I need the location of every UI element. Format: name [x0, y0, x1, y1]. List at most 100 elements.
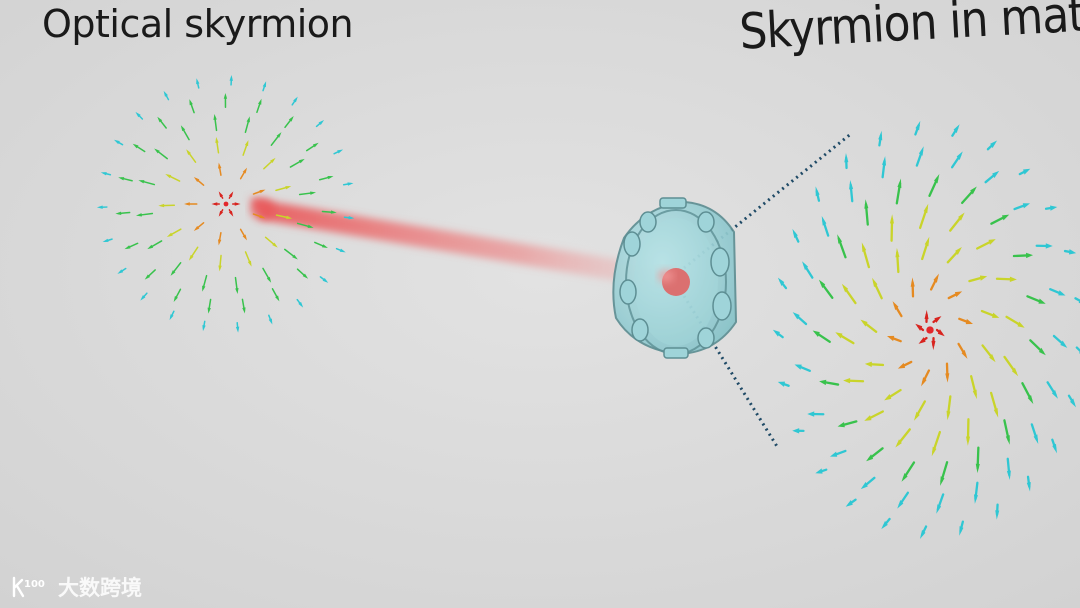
spin-arrow-head [163, 90, 168, 97]
spin-arrow-head [965, 318, 973, 325]
spin-arrow-head [995, 510, 1000, 520]
spin-arrow-head [1038, 347, 1046, 356]
spin-arrow-head [96, 205, 103, 209]
spin-arrow-head [895, 247, 900, 258]
spin-arrow-head [327, 175, 334, 180]
spin-arrow-head [302, 273, 309, 279]
spin-arrow-head [897, 178, 902, 189]
spin-arrow-head [777, 381, 786, 387]
spin-arrow-head [937, 329, 945, 337]
spin-arrow-head [337, 149, 344, 154]
spin-arrow-head [218, 191, 224, 198]
spin-arrow-head [988, 239, 996, 245]
spin-arrow-head [276, 132, 282, 138]
spin-arrow-head [298, 158, 305, 164]
spin-arrow-head [247, 260, 252, 267]
spin-arrow-head [193, 225, 200, 231]
spin-arrow-head [861, 242, 867, 252]
spin-arrow-head [936, 504, 942, 514]
spin-arrow-head [802, 261, 809, 271]
spin-arrow-head [259, 214, 266, 219]
spin-arrow-head [973, 494, 978, 504]
spin-arrow-head [186, 149, 191, 155]
spin-arrow-head [242, 307, 246, 314]
spin-arrow-head [919, 529, 926, 540]
spin-arrow-head [144, 274, 151, 280]
spin-arrow-head [166, 232, 173, 237]
spin-arrow-head [132, 143, 139, 149]
spin-arrow-head [292, 254, 298, 260]
spin-arrow-head [815, 468, 823, 474]
spin-arrow-head [154, 148, 160, 154]
spin-arrow-head [953, 124, 960, 134]
spin-arrow-head [173, 296, 178, 302]
spin-arrow-head [288, 115, 294, 122]
spin-arrow-head [807, 411, 815, 417]
spin-arrow-head [961, 349, 968, 359]
spin-arrow-head [818, 279, 826, 289]
spin-arrow-head [228, 191, 234, 198]
spin-arrow-head [1052, 443, 1058, 454]
spin-arrow-head [1002, 214, 1010, 221]
spin-arrow-head [1060, 340, 1068, 348]
spin-arrow-head [262, 81, 267, 88]
spin-arrow-head [884, 393, 892, 401]
spin-arrow-head [989, 353, 996, 363]
spin-arrow-head [1050, 205, 1058, 211]
spin-arrow-head [860, 319, 868, 327]
spin-arrow-head [946, 410, 951, 421]
spin-arrow-head [940, 476, 945, 486]
spin-arrow-head [812, 330, 820, 337]
spin-arrow-head [339, 248, 346, 253]
spin-arrow-head [872, 277, 878, 288]
spin-arrow-head [881, 520, 888, 530]
spin-arrow-head [1051, 389, 1058, 399]
spin-arrow-head [183, 202, 190, 206]
spin-arrow-head [792, 228, 798, 239]
spin-arrow-head [979, 275, 988, 281]
spin-arrow-head [794, 364, 802, 370]
k100-logo-icon: 100 [12, 576, 45, 598]
spin-arrow-head [921, 377, 927, 387]
spin-arrow-head [992, 312, 1000, 318]
spin-arrow-head [202, 285, 206, 292]
spin-arrow-head [777, 277, 785, 287]
spin-arrow-head [322, 278, 329, 283]
spin-arrow-head [897, 362, 906, 369]
spin-arrow-head [298, 301, 304, 308]
spin-arrow-head [958, 212, 965, 221]
spin-arrow-head [321, 244, 328, 249]
spin-arrow-head [897, 499, 904, 509]
spin-arrow-head [924, 309, 929, 320]
spin-arrow-head [157, 116, 163, 123]
spin-arrow-head [956, 151, 963, 161]
spin-arrow-head [815, 186, 820, 197]
spin-arrow-head [242, 234, 247, 241]
spin-arrow-head [837, 234, 843, 244]
spin-arrow-head [887, 335, 895, 342]
spin-arrow-head [223, 92, 228, 99]
spin-arrow-head [923, 203, 929, 214]
spin-arrow-head [310, 191, 317, 195]
spin-arrow-head [878, 130, 883, 141]
spin-arrow-head [118, 177, 125, 181]
spin-arrow-head [933, 273, 939, 283]
spin-arrow-head [955, 247, 962, 255]
spin-arrow-head [841, 283, 849, 293]
spin-arrow-head [170, 270, 176, 276]
spin-arrow-shaft [1074, 297, 1080, 303]
spin-arrow-head [235, 288, 239, 295]
spin-arrow-head [147, 244, 154, 250]
spin-arrow-head [259, 189, 266, 194]
spin-arrow-head [229, 74, 233, 81]
spin-arrow-head [285, 186, 292, 190]
spin-arrow-head [837, 421, 845, 428]
spin-arrow-head [1011, 367, 1019, 377]
spin-arrow-head [348, 215, 355, 220]
optical-skyrmion-field [96, 74, 355, 333]
matter-skyrmion-field [772, 120, 1080, 540]
spin-arrow-head [882, 156, 887, 166]
spin-arrow-head [1009, 276, 1017, 282]
spin-arrow-head [849, 179, 854, 190]
